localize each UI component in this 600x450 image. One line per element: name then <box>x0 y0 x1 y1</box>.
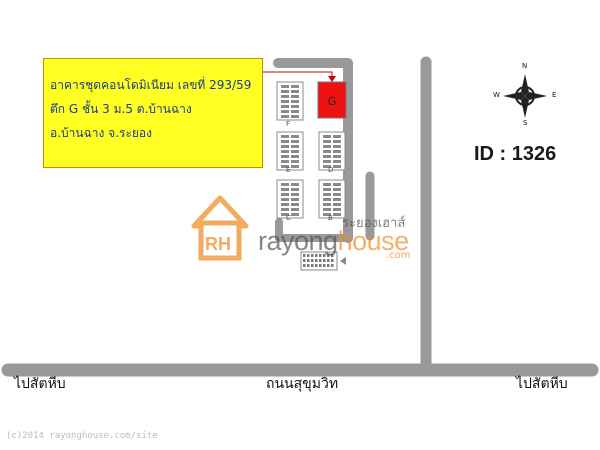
building-label-e: E <box>286 166 291 174</box>
watermark-brand-part1: rayong <box>258 226 338 256</box>
address-line-2: ตึก G ชั้น 3 ม.5 ต.บ้านฉาง <box>50 102 192 116</box>
building-label-b: B <box>328 214 333 222</box>
road-label-left: ไปสัตหีบ <box>14 376 66 392</box>
road-label-right: ไปสัตหีบ <box>516 376 568 392</box>
road-complex-spur <box>275 218 352 242</box>
compass-west: W <box>493 91 500 99</box>
building-blocks <box>276 81 346 219</box>
watermark-thai-text: ระยองเฮาส์ <box>342 216 406 231</box>
apartment-block <box>318 131 346 171</box>
watermark-brand: rayonghouse <box>258 226 409 257</box>
apartment-block <box>276 81 304 121</box>
compass-north: N <box>522 62 528 70</box>
apartment-block <box>276 131 304 171</box>
target-building-g: G <box>317 81 347 119</box>
copyright-text: (c)2014 rayonghouse.com/site <box>6 431 158 441</box>
road-label-center: ถนนสุขุมวิท <box>266 376 339 392</box>
target-building-label: G <box>328 95 337 108</box>
road-network <box>1 56 599 377</box>
address-line-1: อาคารชุดคอนโดมิเนียม เลขที่ 293/59 <box>50 78 252 92</box>
compass-icon <box>503 74 547 118</box>
entrance-building <box>300 251 346 271</box>
watermark-domain: .com <box>386 250 411 261</box>
address-line-3: อ.บ้านฉาง จ.ระยอง <box>50 126 152 140</box>
compass-east: E <box>552 91 557 99</box>
pointer-arrow <box>263 71 336 82</box>
apartment-block <box>318 179 346 219</box>
listing-id: ID : 1326 <box>474 143 557 165</box>
compass-south: S <box>523 119 528 127</box>
watermark-house-icon: RH <box>191 195 249 261</box>
building-label-d: D <box>328 166 334 174</box>
apartment-block <box>276 179 304 219</box>
watermark-logo-text: RH <box>205 234 231 254</box>
building-label-c: C <box>286 214 291 222</box>
watermark-brand-part2: house <box>337 226 410 256</box>
building-label-f: F <box>286 120 291 128</box>
road-complex-loop <box>273 58 353 243</box>
address-info-box: อาคารชุดคอนโดมิเนียม เลขที่ 293/59 ตึก G… <box>43 58 263 168</box>
